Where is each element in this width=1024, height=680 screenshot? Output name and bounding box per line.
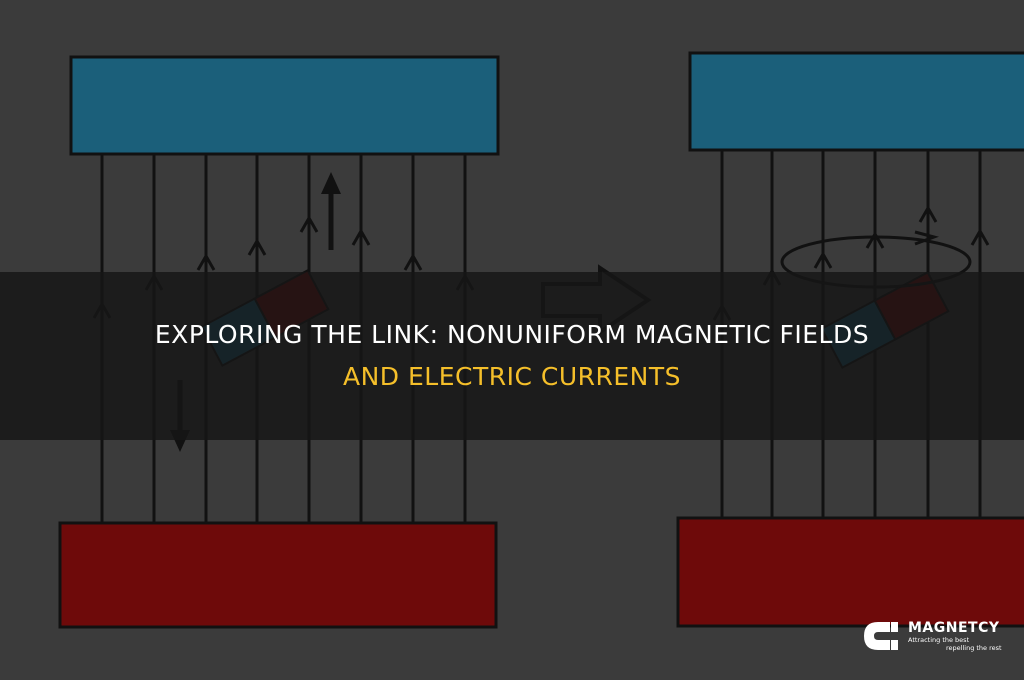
current-loop-arrow	[914, 230, 939, 246]
brand-tagline-2: repelling the rest	[946, 644, 1002, 652]
right-top-magnet	[688, 51, 1024, 152]
brand-logo: MAGNETCY Attracting the best repelling t…	[860, 614, 1010, 658]
logo-text: MAGNETCY Attracting the best repelling t…	[908, 621, 1002, 652]
title-banner: EXPLORING THE LINK: NONUNIFORM MAGNETIC …	[0, 272, 1024, 440]
left-top-magnet	[69, 55, 500, 156]
right-bottom-magnet	[676, 516, 1024, 628]
title-line-1: EXPLORING THE LINK: NONUNIFORM MAGNETIC …	[154, 320, 870, 349]
title-line-2: AND ELECTRIC CURRENTS	[342, 362, 682, 391]
magnet-logo-icon	[864, 622, 898, 650]
left-bottom-magnet	[58, 521, 498, 629]
brand-tagline-1: Attracting the best	[908, 635, 970, 644]
brand-name: MAGNETCY	[908, 619, 1000, 636]
force-arrow-up	[321, 172, 341, 250]
